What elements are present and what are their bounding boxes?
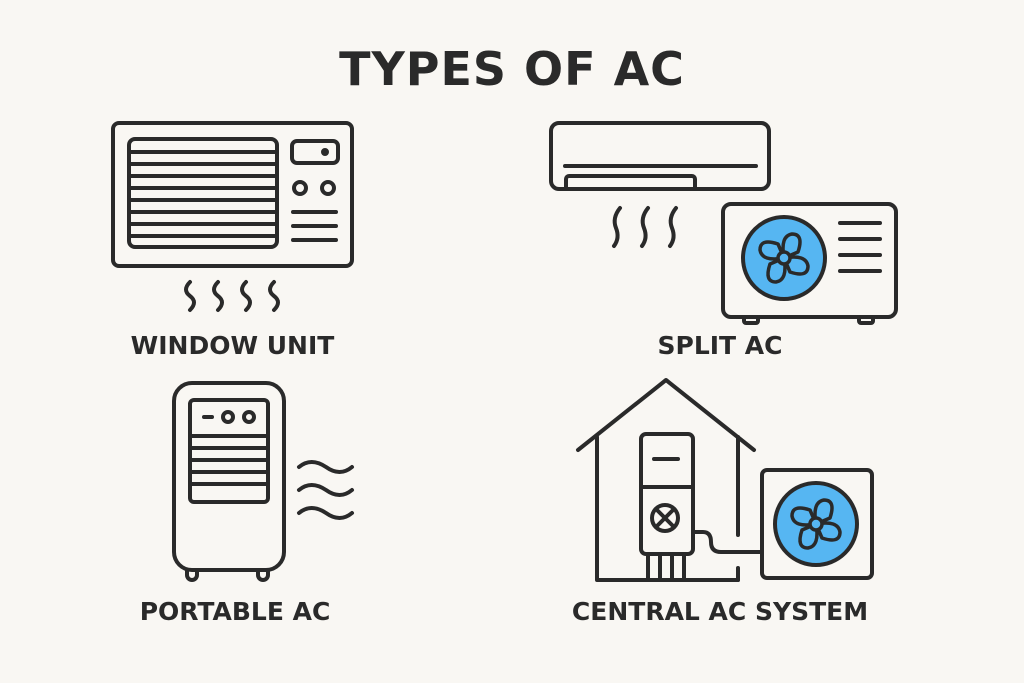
window-ac-icon	[111, 121, 354, 312]
pipe-icon	[691, 530, 763, 554]
fan-icon	[758, 232, 810, 284]
label-central-ac-system: CENTRAL AC SYSTEM	[571, 597, 869, 626]
airflow-waves-icon	[184, 280, 280, 312]
airflow-waves-icon	[612, 206, 678, 248]
label-window-unit: WINDOW UNIT	[130, 331, 335, 360]
label-split-ac: SPLIT AC	[657, 331, 783, 360]
page-title: TYPES OF AC	[339, 42, 685, 96]
portable-ac-icon	[172, 381, 354, 582]
airflow-waves-icon	[297, 460, 354, 520]
central-ac-icon	[576, 378, 874, 582]
fan-icon	[790, 498, 842, 550]
split-ac-icon	[549, 121, 898, 325]
label-portable-ac: PORTABLE AC	[139, 597, 331, 626]
